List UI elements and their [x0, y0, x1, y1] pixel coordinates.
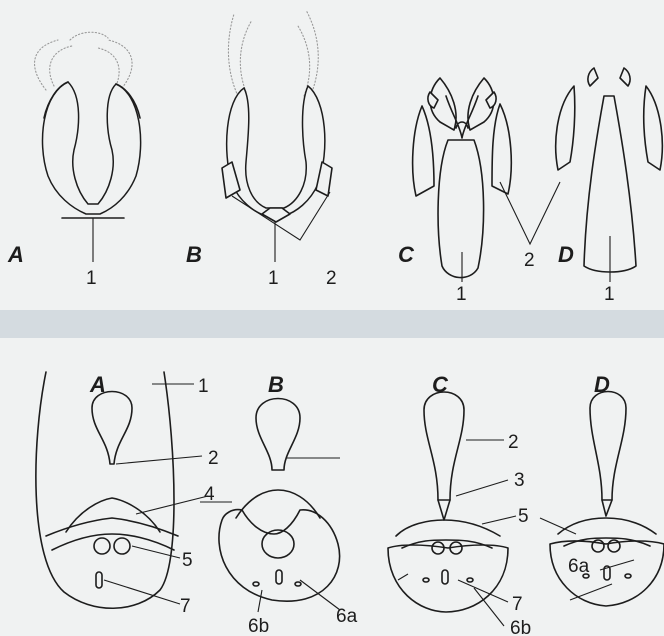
- bottom-C-label-2: 2: [508, 432, 519, 453]
- bottom-B-drawing: [200, 399, 340, 613]
- top-panel-letter-B: B: [186, 242, 202, 267]
- bottom-panel-letter-D: D: [594, 372, 610, 397]
- bottom-D-drawing: [540, 392, 664, 607]
- bottom-A-label-7: 7: [180, 596, 191, 617]
- bottom-A-drawing: [36, 372, 208, 608]
- bottom-A-label-2: 2: [208, 448, 219, 469]
- bottom-C-label-6b: 6b: [510, 618, 531, 636]
- bottom-B-label-6a: 6a: [336, 606, 358, 627]
- top-B-label-1: 1: [268, 268, 279, 289]
- bottom-C-label-5: 5: [518, 506, 529, 527]
- bottom-panel-letter-B: B: [268, 372, 284, 397]
- top-panel-letter-A: A: [7, 242, 24, 267]
- top-C-label-1: 1: [456, 284, 467, 305]
- top-panel-letter-D: D: [558, 242, 574, 267]
- bottom-C-label-3: 3: [514, 470, 525, 491]
- bottom-A-label-1: 1: [198, 376, 209, 397]
- top-C-drawing: [413, 78, 560, 282]
- top-A-drawing: [35, 32, 141, 262]
- bottom-C-drawing: [388, 392, 516, 626]
- bottom-B-label-6b: 6b: [248, 616, 269, 636]
- top-B-drawing: [222, 10, 332, 262]
- bottom-D-label-6a: 6a: [568, 556, 590, 577]
- top-CD-label-2: 2: [524, 250, 535, 271]
- bottom-panel-letter-A: A: [89, 372, 106, 397]
- bottom-A-label-5: 5: [182, 550, 193, 571]
- bottom-panel-letter-C: C: [432, 372, 449, 397]
- bottom-C-label-7: 7: [512, 594, 523, 615]
- top-A-label-1: 1: [86, 268, 97, 289]
- top-panel-letter-C: C: [398, 242, 415, 267]
- top-D-label-1: 1: [604, 284, 615, 305]
- top-B-label-2: 2: [326, 268, 337, 289]
- bottom-A-label-4: 4: [204, 484, 215, 505]
